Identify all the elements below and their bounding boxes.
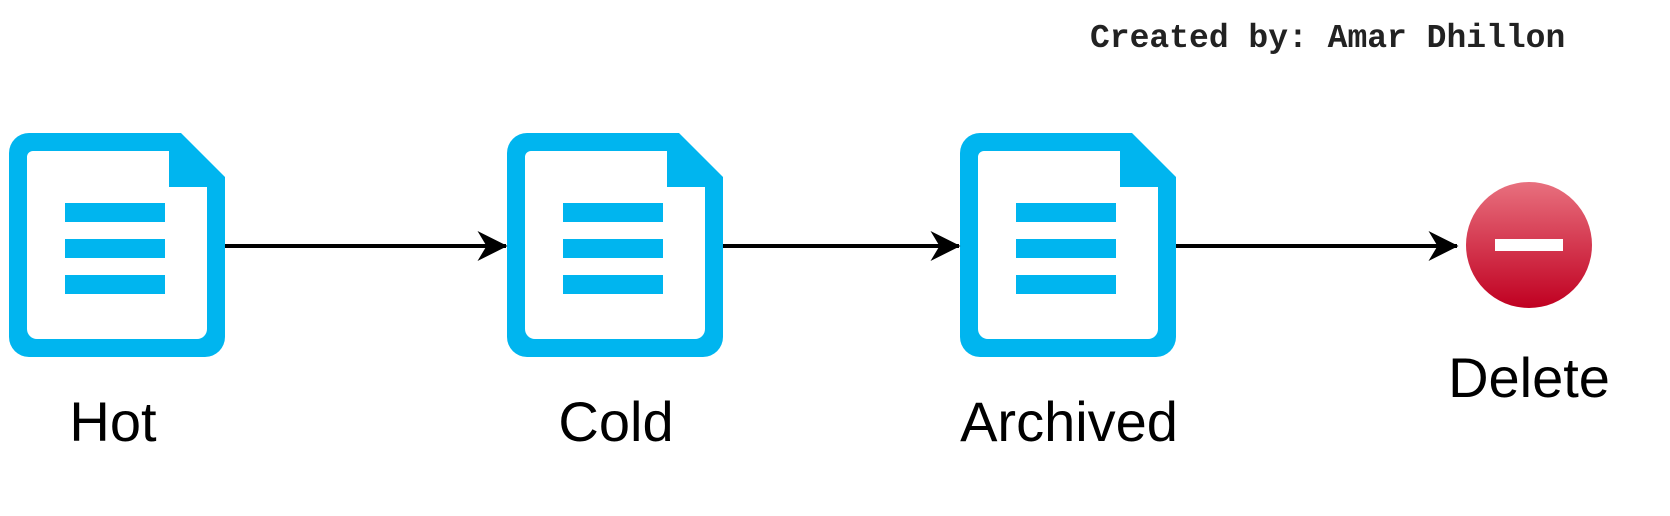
delete-icon — [1466, 182, 1592, 308]
stage-label-cold: Cold — [558, 390, 674, 453]
hot-document-icon — [9, 133, 225, 357]
stage-label-hot: Hot — [69, 390, 157, 453]
stage-label-archived: Archived — [960, 390, 1178, 453]
cold-document-icon — [507, 133, 723, 357]
stage-label-delete: Delete — [1448, 346, 1610, 409]
archived-document-icon — [960, 133, 1176, 357]
author-credit: Created by: Amar Dhillon — [1090, 20, 1566, 57]
